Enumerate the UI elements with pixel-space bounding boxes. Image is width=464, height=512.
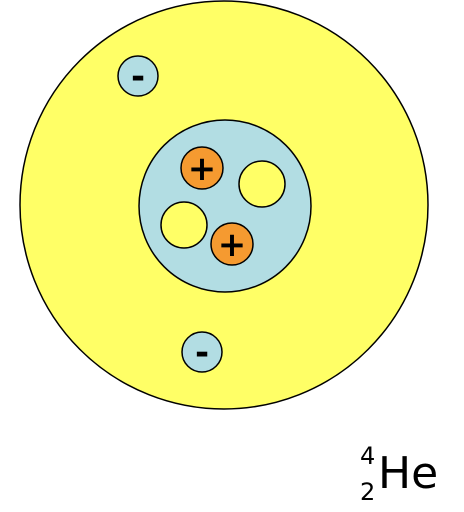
proton-sign: +: [218, 225, 247, 265]
mass-number: 4: [360, 444, 375, 468]
neutron: [161, 202, 207, 248]
isotope-notation: 4 2 He: [352, 438, 462, 508]
nucleus: [139, 120, 311, 292]
electron: -: [118, 56, 158, 97]
electron-sign: -: [195, 333, 209, 373]
electron: -: [182, 332, 222, 373]
atomic-number: 2: [360, 480, 375, 504]
proton: +: [211, 223, 253, 265]
proton-sign: +: [188, 149, 217, 189]
neutron: [239, 161, 285, 207]
element-symbol: He: [378, 450, 438, 498]
electron-sign: -: [131, 57, 145, 97]
proton: +: [181, 147, 223, 189]
